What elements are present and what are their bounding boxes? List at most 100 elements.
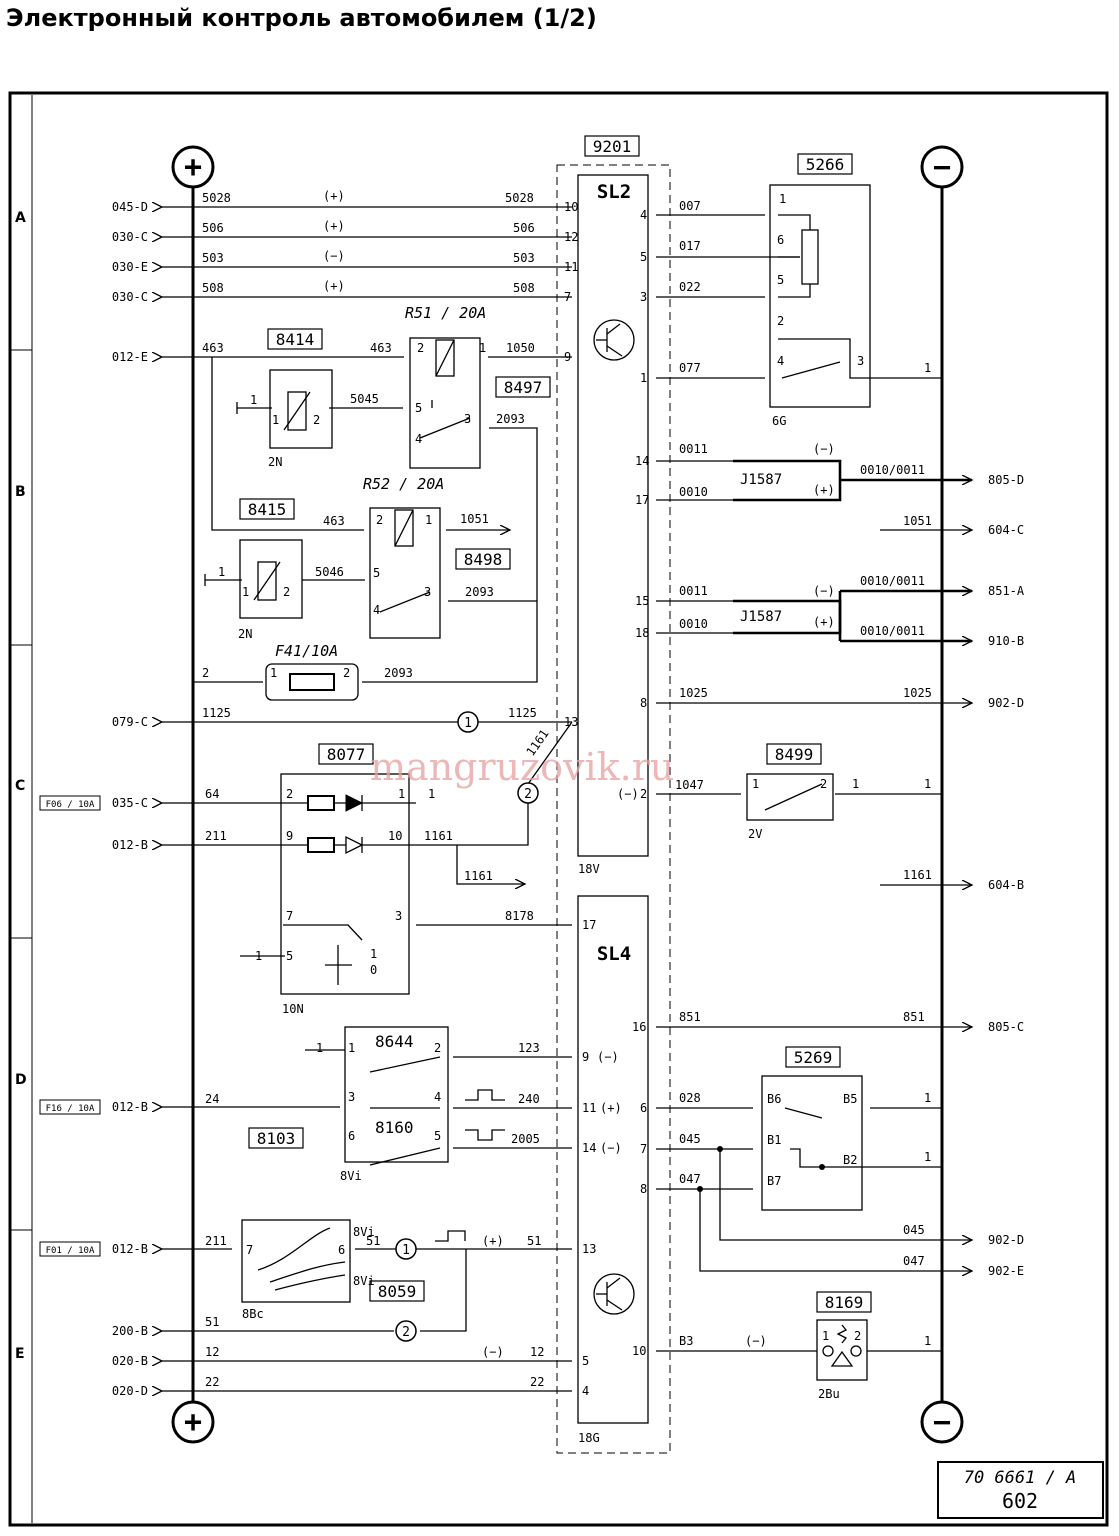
svg-text:5: 5 xyxy=(373,566,380,580)
minus-terminal-icon: − xyxy=(920,1400,964,1444)
svg-text:+: + xyxy=(184,1405,202,1440)
svg-text:0010/0011: 0010/0011 xyxy=(860,574,925,588)
led-icon xyxy=(345,835,364,855)
svg-text:4: 4 xyxy=(373,603,380,617)
plus-terminal-icon: + xyxy=(171,1400,215,1444)
svg-text:B6: B6 xyxy=(767,1092,781,1106)
component-8059 xyxy=(241,1219,466,1303)
connector-label: 8Vi xyxy=(353,1274,375,1288)
svg-text:503: 503 xyxy=(513,251,535,265)
connector-sl4-label: SL4 xyxy=(597,943,631,965)
svg-text:463: 463 xyxy=(202,341,224,355)
svg-text:(−): (−) xyxy=(482,1345,504,1359)
svg-text:0010: 0010 xyxy=(679,485,708,499)
svg-text:5: 5 xyxy=(415,401,422,415)
svg-text:(+): (+) xyxy=(323,219,345,233)
svg-text:18: 18 xyxy=(635,626,649,640)
svg-text:463: 463 xyxy=(323,514,345,528)
svg-text:0010/0011: 0010/0011 xyxy=(860,624,925,638)
component-8077-id xyxy=(318,743,374,765)
svg-text:6: 6 xyxy=(640,1101,647,1115)
connector-label: 2V xyxy=(748,827,762,841)
svg-text:2: 2 xyxy=(417,341,424,355)
svg-text:7: 7 xyxy=(246,1243,253,1257)
transistor-icon xyxy=(593,319,635,361)
svg-text:1161: 1161 xyxy=(464,869,493,883)
svg-text:1: 1 xyxy=(924,1334,931,1348)
svg-text:1051: 1051 xyxy=(460,512,489,526)
svg-text:1: 1 xyxy=(924,361,931,375)
svg-text:51: 51 xyxy=(366,1234,380,1248)
svg-text:6: 6 xyxy=(338,1243,345,1257)
svg-text:3: 3 xyxy=(464,412,471,426)
svg-text:1025: 1025 xyxy=(679,686,708,700)
svg-text:4: 4 xyxy=(415,432,422,446)
svg-text:1: 1 xyxy=(479,341,486,355)
marker-circle: 2 xyxy=(395,1320,417,1342)
component-id-text: 8499 xyxy=(775,745,814,764)
marker-circle: 1 xyxy=(395,1238,417,1260)
watermark: mangruzovik.ru xyxy=(370,745,674,789)
component-8103-id xyxy=(248,1127,304,1149)
marker-circle: 1 xyxy=(457,711,479,733)
svg-text:902-E: 902-E xyxy=(988,1264,1024,1278)
svg-text:12: 12 xyxy=(530,1345,544,1359)
svg-text:(−): (−) xyxy=(745,1334,767,1348)
svg-text:B2: B2 xyxy=(843,1153,857,1167)
svg-text:5: 5 xyxy=(434,1129,441,1143)
svg-text:−: − xyxy=(933,1405,951,1440)
svg-text:5: 5 xyxy=(582,1354,589,1368)
svg-text:902-D: 902-D xyxy=(988,696,1024,710)
svg-text:1: 1 xyxy=(218,565,225,579)
svg-text:13: 13 xyxy=(582,1242,596,1256)
page-title: Электронный контроль автомобилем (1/2) xyxy=(6,4,597,32)
svg-text:1: 1 xyxy=(255,949,262,963)
relay-r52-label: R52 / 20A xyxy=(363,475,444,493)
fuse-f41-label: F41/10A xyxy=(275,642,338,660)
svg-text:045-D: 045-D xyxy=(112,200,148,214)
svg-text:007: 007 xyxy=(679,199,701,213)
svg-text:2: 2 xyxy=(820,777,827,791)
relay-r51 xyxy=(409,337,481,469)
relay-r52 xyxy=(369,507,441,639)
svg-text:1: 1 xyxy=(924,1150,931,1164)
svg-text:(+): (+) xyxy=(600,1101,622,1115)
svg-text:9: 9 xyxy=(564,350,571,364)
svg-text:2: 2 xyxy=(313,413,320,427)
connector-label: 2N xyxy=(238,627,252,641)
svg-text:3: 3 xyxy=(395,909,402,923)
svg-text:012-B: 012-B xyxy=(112,1242,148,1256)
svg-text:2: 2 xyxy=(283,585,290,599)
svg-text:211: 211 xyxy=(205,829,227,843)
svg-text:240: 240 xyxy=(518,1092,540,1106)
svg-text:1: 1 xyxy=(752,777,759,791)
svg-text:7: 7 xyxy=(286,909,293,923)
svg-text:1047: 1047 xyxy=(675,778,704,792)
ecu-9201-id xyxy=(584,135,640,157)
component-id-text: 5269 xyxy=(794,1048,833,1067)
svg-text:012-B: 012-B xyxy=(112,1100,148,1114)
component-5266 xyxy=(769,184,882,408)
component-8103 xyxy=(305,1026,505,1166)
svg-text:805-C: 805-C xyxy=(988,1020,1024,1034)
component-8415 xyxy=(204,539,303,619)
svg-text:16: 16 xyxy=(632,1020,646,1034)
svg-text:2093: 2093 xyxy=(496,412,525,426)
svg-text:51: 51 xyxy=(205,1315,219,1329)
connector-label: 18G xyxy=(578,1431,600,1445)
component-id-text: 8414 xyxy=(276,330,315,349)
svg-text:508: 508 xyxy=(202,281,224,295)
sl2-pin-numbers: 10 12 11 7 9 13 4 5 3 1 14 17 15 18 8 2 xyxy=(564,200,649,801)
connector-label: 8Vi xyxy=(340,1169,362,1183)
svg-text:5045: 5045 xyxy=(350,392,379,406)
svg-text:B7: B7 xyxy=(767,1174,781,1188)
svg-text:8: 8 xyxy=(640,696,647,710)
svg-text:0010: 0010 xyxy=(679,617,708,631)
svg-text:1: 1 xyxy=(924,777,931,791)
svg-text:8: 8 xyxy=(640,1182,647,1196)
component-id-text: 8498 xyxy=(464,550,503,569)
svg-text:910-B: 910-B xyxy=(988,634,1024,648)
svg-text:1051: 1051 xyxy=(903,514,932,528)
sl4-pin-numbers: 17 9 11 14 13 5 4 16 6 7 8 10 xyxy=(582,918,647,1398)
component-5269 xyxy=(761,1075,870,1211)
